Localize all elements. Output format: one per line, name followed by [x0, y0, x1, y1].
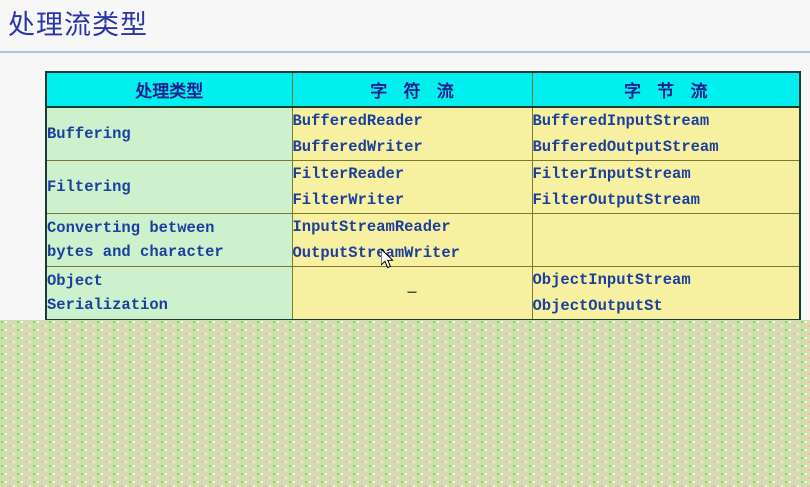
- column-header-character-stream: 字 符 流: [291, 71, 533, 108]
- table-row: Converting between bytes and character I…: [45, 213, 801, 267]
- table-row: Object Serialization — ObjectInputStream…: [45, 266, 801, 321]
- cell-character-stream: InputStreamReader OutputStreamWriter: [291, 213, 533, 267]
- cell-byte-stream: ObjectInputStream ObjectOutputSt: [531, 266, 801, 321]
- stream-types-table: 处理类型 字 符 流 字 节 流 Buffering BufferedReade…: [45, 71, 801, 321]
- page-title: 处理流类型: [8, 10, 148, 40]
- column-header-category: 处理类型: [45, 71, 293, 108]
- cell-line: Serialization: [47, 296, 168, 314]
- cell-line: Converting between: [47, 219, 215, 237]
- cell-line: BufferedInputStream: [532, 112, 710, 130]
- cell-line: BufferedWriter: [292, 138, 423, 156]
- title-divider: [0, 51, 810, 53]
- table-header-row: 处理类型 字 符 流 字 节 流: [45, 71, 801, 108]
- column-header-byte-stream: 字 节 流: [531, 71, 801, 108]
- cell-byte-stream: FilterInputStream FilterOutputStream: [531, 160, 801, 214]
- cell-line: ObjectInputStream: [532, 271, 691, 289]
- cell-line: FilterInputStream: [532, 165, 691, 183]
- cell-line: BufferedOutputStream: [532, 138, 719, 156]
- cell-character-stream: BufferedReader BufferedWriter: [291, 106, 533, 161]
- cell-line: BufferedReader: [292, 112, 423, 130]
- cell-line: FilterReader: [292, 165, 405, 183]
- cell-category: Filtering: [45, 160, 293, 214]
- table-row: Filtering FilterReader FilterWriter Filt…: [45, 160, 801, 214]
- cell-line: —: [407, 284, 417, 301]
- cell-line: InputStreamReader: [292, 218, 451, 236]
- cell-line: Filtering: [47, 178, 131, 196]
- cell-line: bytes and character: [47, 243, 224, 261]
- cell-line: ObjectOutputSt: [532, 297, 663, 315]
- desktop-pattern-overlay: [0, 320, 810, 487]
- cell-line: Buffering: [47, 125, 131, 143]
- cell-byte-stream: BufferedInputStream BufferedOutputStream: [531, 106, 801, 161]
- cell-line: FilterOutputStream: [532, 191, 700, 209]
- cell-character-stream: FilterReader FilterWriter: [291, 160, 533, 214]
- cell-category: Converting between bytes and character: [45, 213, 293, 267]
- cell-character-stream-none: —: [291, 266, 533, 321]
- cell-line: FilterWriter: [292, 191, 405, 209]
- cell-byte-stream-empty: [531, 213, 801, 267]
- table-row: Buffering BufferedReader BufferedWriter …: [45, 106, 801, 161]
- cell-line: Object: [47, 272, 103, 290]
- cell-category: Object Serialization: [45, 266, 293, 321]
- cell-category: Buffering: [45, 106, 293, 161]
- cell-line: OutputStreamWriter: [292, 244, 460, 262]
